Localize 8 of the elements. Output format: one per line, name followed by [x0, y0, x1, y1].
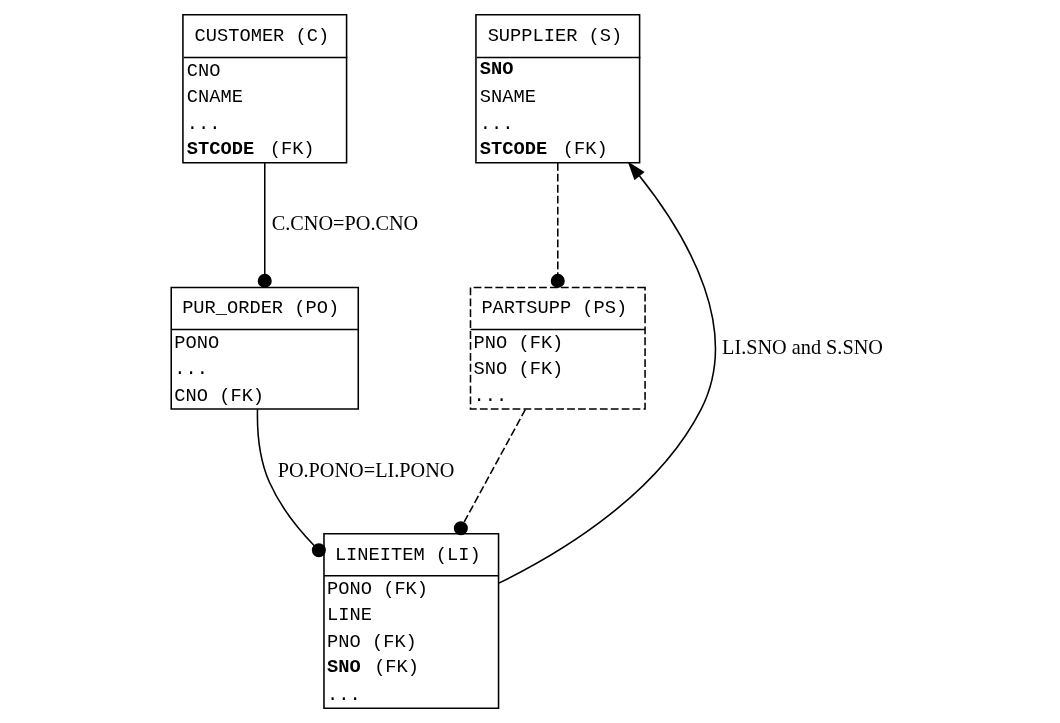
connector	[256, 408, 326, 558]
edge-label: C.CNO=PO.CNO	[271, 212, 418, 235]
arrow	[497, 161, 716, 584]
connector	[453, 408, 526, 536]
connector	[550, 162, 565, 288]
connector	[257, 162, 272, 288]
edge-label: LI.SNO and S.SNO	[721, 335, 883, 358]
edge-label: PO.PONO=LI.PONO	[277, 458, 454, 481]
